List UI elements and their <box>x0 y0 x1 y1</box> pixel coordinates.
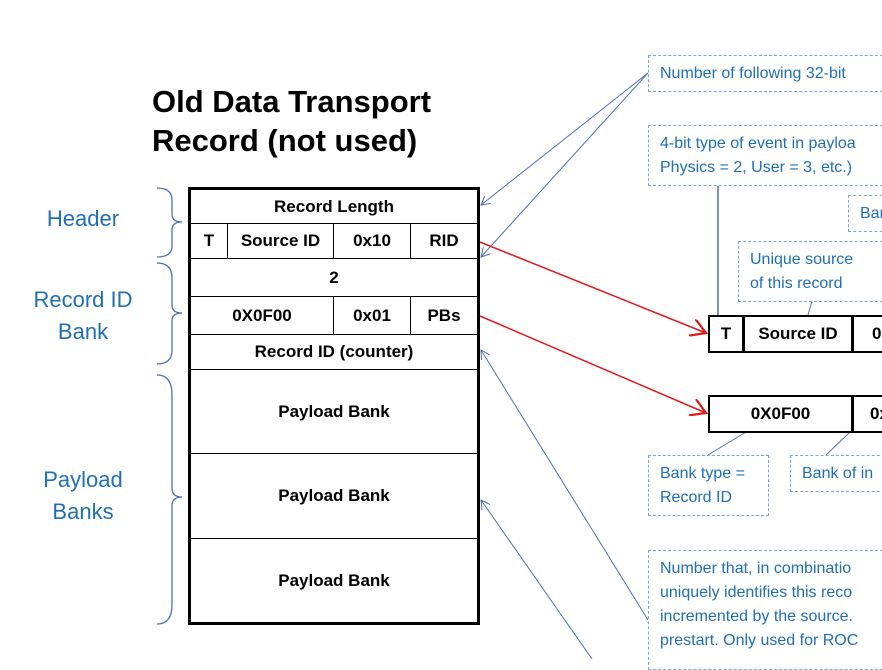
hex10-cell: 0x10 <box>333 223 411 259</box>
header-label: Header <box>46 206 120 231</box>
red-arrow-rid <box>479 241 706 333</box>
detail-t-cell: T <box>708 315 744 353</box>
detail-source-id-cell: Source ID <box>743 315 853 353</box>
pbs-cell: PBs <box>410 296 480 335</box>
note-line: Record ID <box>660 489 733 506</box>
note-line: Physics = 2, User = 3, etc.) <box>660 159 853 176</box>
source-id-cell: Source ID <box>227 223 334 259</box>
label-line: Record ID <box>33 287 133 312</box>
payload-brace <box>156 374 183 625</box>
title-line: Old Data Transport <box>152 84 432 119</box>
hex01-cell: 0x01 <box>333 296 411 335</box>
t-cell: T <box>188 223 228 259</box>
record-id-cell: Record ID (counter) <box>188 334 480 370</box>
red-arrow-pbs <box>479 315 706 413</box>
detail-bank-type-cell: 0X0F00 <box>708 395 853 433</box>
payload-bank-cell: Payload Bank <box>188 453 480 539</box>
label-line: Banks <box>52 499 114 524</box>
note-line: of this record <box>750 275 843 292</box>
note-line: Number that, in combinatio <box>660 560 852 577</box>
line-bank-type <box>707 431 747 456</box>
note-line: incremented by the source. <box>660 608 853 625</box>
line-source <box>807 300 813 316</box>
note-line: Bank type = <box>660 465 745 482</box>
note-bank: Ban <box>848 195 882 232</box>
record-id-bank-label: Record ID Bank <box>20 284 146 348</box>
note-bank-of: Bank of in <box>790 455 882 492</box>
line-bank-of <box>825 431 851 456</box>
detail-cut-cell: 0 <box>852 315 882 353</box>
bank-type-cell: 0X0F00 <box>188 296 334 335</box>
note-line: prestart. Only used for ROC <box>660 632 859 649</box>
note-bank-type: Bank type = Record ID <box>648 455 769 516</box>
record-id-brace <box>156 262 183 365</box>
braces <box>156 187 183 625</box>
label-line: Payload <box>43 467 123 492</box>
note-record-id: Number that, in combinatio uniquely ident… <box>648 550 882 670</box>
record-length-cell: Record Length <box>188 187 480 224</box>
arrow-payload <box>481 500 593 659</box>
two-cell: 2 <box>188 258 480 297</box>
note-line: 4-bit type of event in payloa <box>660 135 856 152</box>
note-source: Unique source of this record <box>738 241 882 302</box>
rid-cell: RID <box>410 223 480 259</box>
payload-bank-cell: Payload Bank <box>188 538 480 625</box>
arrow-record-id <box>481 350 649 621</box>
note-line: uniquely identifies this reco <box>660 584 853 601</box>
detail-cut-cell: 0x <box>852 395 882 433</box>
arrow-two <box>481 72 649 257</box>
note-line: Unique source <box>750 251 854 268</box>
payload-bank-cell: Payload Bank <box>188 369 480 454</box>
header-brace <box>156 187 183 258</box>
title-line: Record (not used) <box>152 123 418 158</box>
label-line: Bank <box>57 319 109 344</box>
arrow-record-length <box>481 72 649 205</box>
note-record-length: Number of following 32-bit <box>648 55 882 92</box>
